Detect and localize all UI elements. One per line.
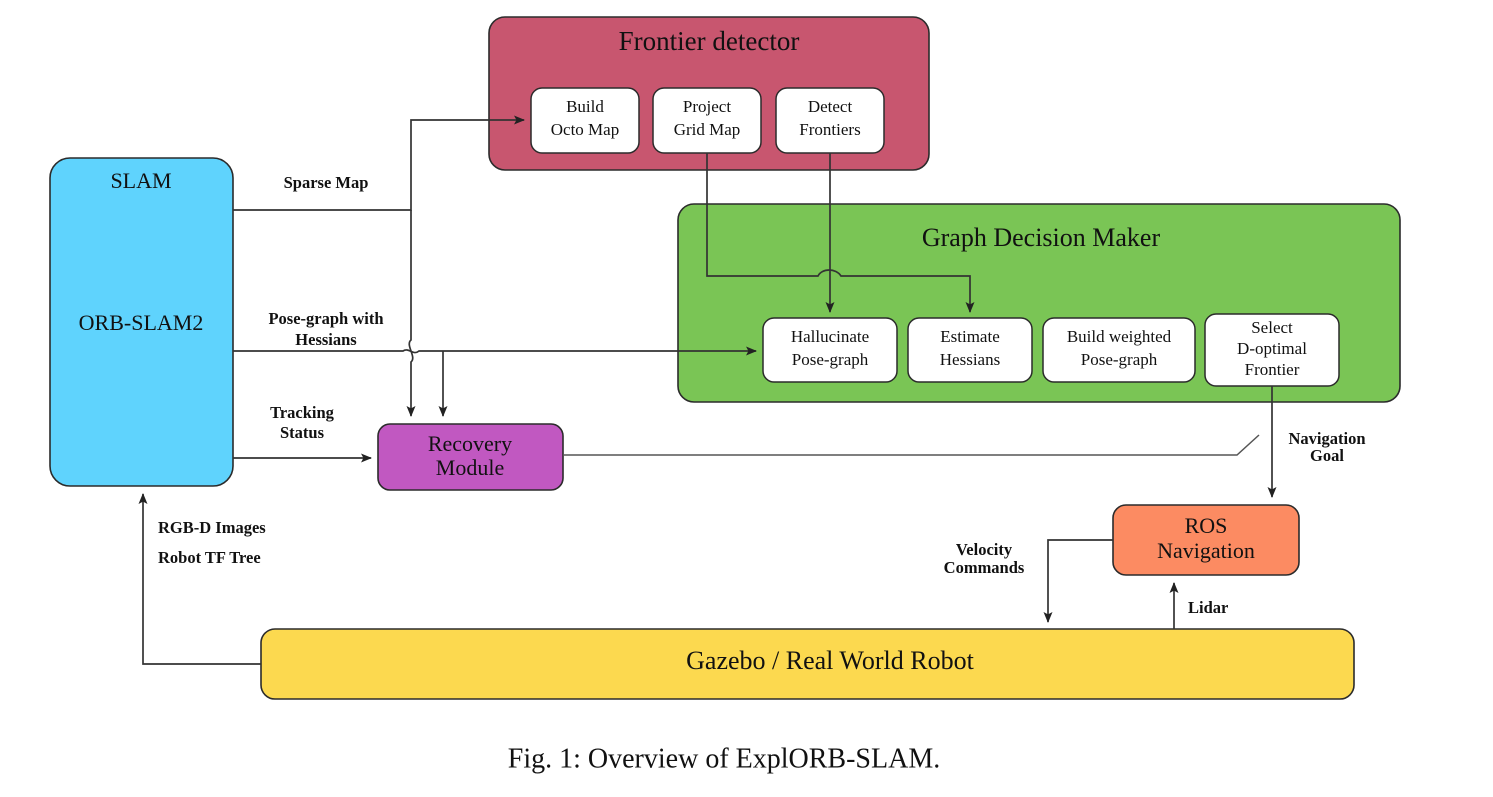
- frontier-detector-block[interactable]: Frontier detector Build Octo Map Project…: [488, 16, 930, 171]
- recovery-module-line1: Recovery: [428, 431, 512, 456]
- graph-decision-maker-block[interactable]: Graph Decision Maker Hallucinate Pose-gr…: [677, 203, 1401, 403]
- label-navigation-goal-line2: Goal: [1310, 446, 1344, 465]
- node-build-weighted-pose-graph[interactable]: Build weighted Pose-graph: [1042, 317, 1196, 383]
- gazebo-title: Gazebo / Real World Robot: [686, 646, 974, 675]
- label-velocity-commands-line2: Commands: [944, 558, 1025, 577]
- node-estimate-hessians-shape: [907, 317, 1033, 383]
- node-select-d-optimal-frontier-line3: Frontier: [1245, 360, 1300, 379]
- node-build-octo-map-line2: Octo Map: [551, 120, 619, 139]
- gazebo-block[interactable]: Gazebo / Real World Robot: [260, 628, 1355, 700]
- node-build-weighted-pose-graph-shape: [1042, 317, 1196, 383]
- recovery-module-block[interactable]: Recovery Module: [377, 423, 564, 491]
- label-sparse-map: Sparse Map: [284, 173, 369, 192]
- node-hallucinate-pose-graph-line2: Pose-graph: [792, 350, 869, 369]
- label-navigation-goal-line1: Navigation: [1288, 429, 1365, 448]
- label-velocity-commands-line1: Velocity: [956, 540, 1013, 559]
- figure-caption: Fig. 1: Overview of ExplORB-SLAM.: [508, 743, 940, 774]
- slam-title: SLAM: [110, 168, 171, 193]
- node-project-grid-map-line2: Grid Map: [674, 120, 741, 139]
- node-build-weighted-pose-graph-line1: Build weighted: [1067, 327, 1172, 346]
- ros-navigation-line2: Navigation: [1157, 538, 1255, 563]
- frontier-detector-title: Frontier detector: [619, 26, 800, 56]
- node-project-grid-map-line1: Project: [683, 97, 731, 116]
- edge-rgbd-robot-tf: [138, 493, 261, 665]
- edge-velocity-commands: [1043, 539, 1113, 623]
- node-hallucinate-pose-graph-shape: [762, 317, 898, 383]
- node-detect-frontiers[interactable]: Detect Frontiers: [775, 87, 885, 154]
- node-build-weighted-pose-graph-line2: Pose-graph: [1081, 350, 1158, 369]
- label-pose-graph-line1: Pose-graph with: [268, 309, 383, 328]
- graph-decision-maker-title: Graph Decision Maker: [922, 223, 1161, 252]
- node-detect-frontiers-line2: Frontiers: [799, 120, 860, 139]
- node-estimate-hessians[interactable]: Estimate Hessians: [907, 317, 1033, 383]
- edge-recovery-module-output: [563, 434, 1260, 456]
- node-hallucinate-pose-graph[interactable]: Hallucinate Pose-graph: [762, 317, 898, 383]
- slam-block[interactable]: SLAM ORB-SLAM2: [49, 157, 234, 487]
- label-robot-tf-tree: Robot TF Tree: [158, 548, 261, 567]
- node-project-grid-map[interactable]: Project Grid Map: [652, 87, 762, 154]
- node-detect-frontiers-line1: Detect: [808, 97, 853, 116]
- label-tracking-status-line1: Tracking: [270, 403, 335, 422]
- recovery-module-panel: [377, 423, 564, 491]
- edge-project-grid-map-to-estimate-hessians: [706, 153, 975, 313]
- ros-navigation-block[interactable]: ROS Navigation: [1112, 504, 1300, 576]
- edge-sparse-map-to-recovery: [406, 210, 416, 417]
- node-select-d-optimal-frontier-line1: Select: [1251, 318, 1293, 337]
- slam-subtitle: ORB-SLAM2: [79, 310, 204, 335]
- slam-panel: [49, 157, 234, 487]
- node-estimate-hessians-line2: Hessians: [940, 350, 1000, 369]
- node-build-octo-map[interactable]: Build Octo Map: [530, 87, 640, 154]
- node-build-octo-map-line1: Build: [566, 97, 604, 116]
- node-build-octo-map-shape: [530, 87, 640, 154]
- node-select-d-optimal-frontier-line2: D-optimal: [1237, 339, 1307, 358]
- node-estimate-hessians-line1: Estimate: [940, 327, 999, 346]
- recovery-module-line2: Module: [436, 455, 504, 480]
- label-tracking-status-line2: Status: [280, 423, 325, 442]
- ros-navigation-line1: ROS: [1185, 513, 1228, 538]
- node-select-d-optimal-frontier[interactable]: Select D-optimal Frontier: [1204, 313, 1340, 387]
- label-rgbd-images: RGB-D Images: [158, 518, 266, 537]
- edge-sparse-map: [233, 115, 525, 211]
- node-hallucinate-pose-graph-line1: Hallucinate: [791, 327, 869, 346]
- label-lidar: Lidar: [1188, 598, 1228, 617]
- label-pose-graph-line2: Hessians: [295, 330, 357, 349]
